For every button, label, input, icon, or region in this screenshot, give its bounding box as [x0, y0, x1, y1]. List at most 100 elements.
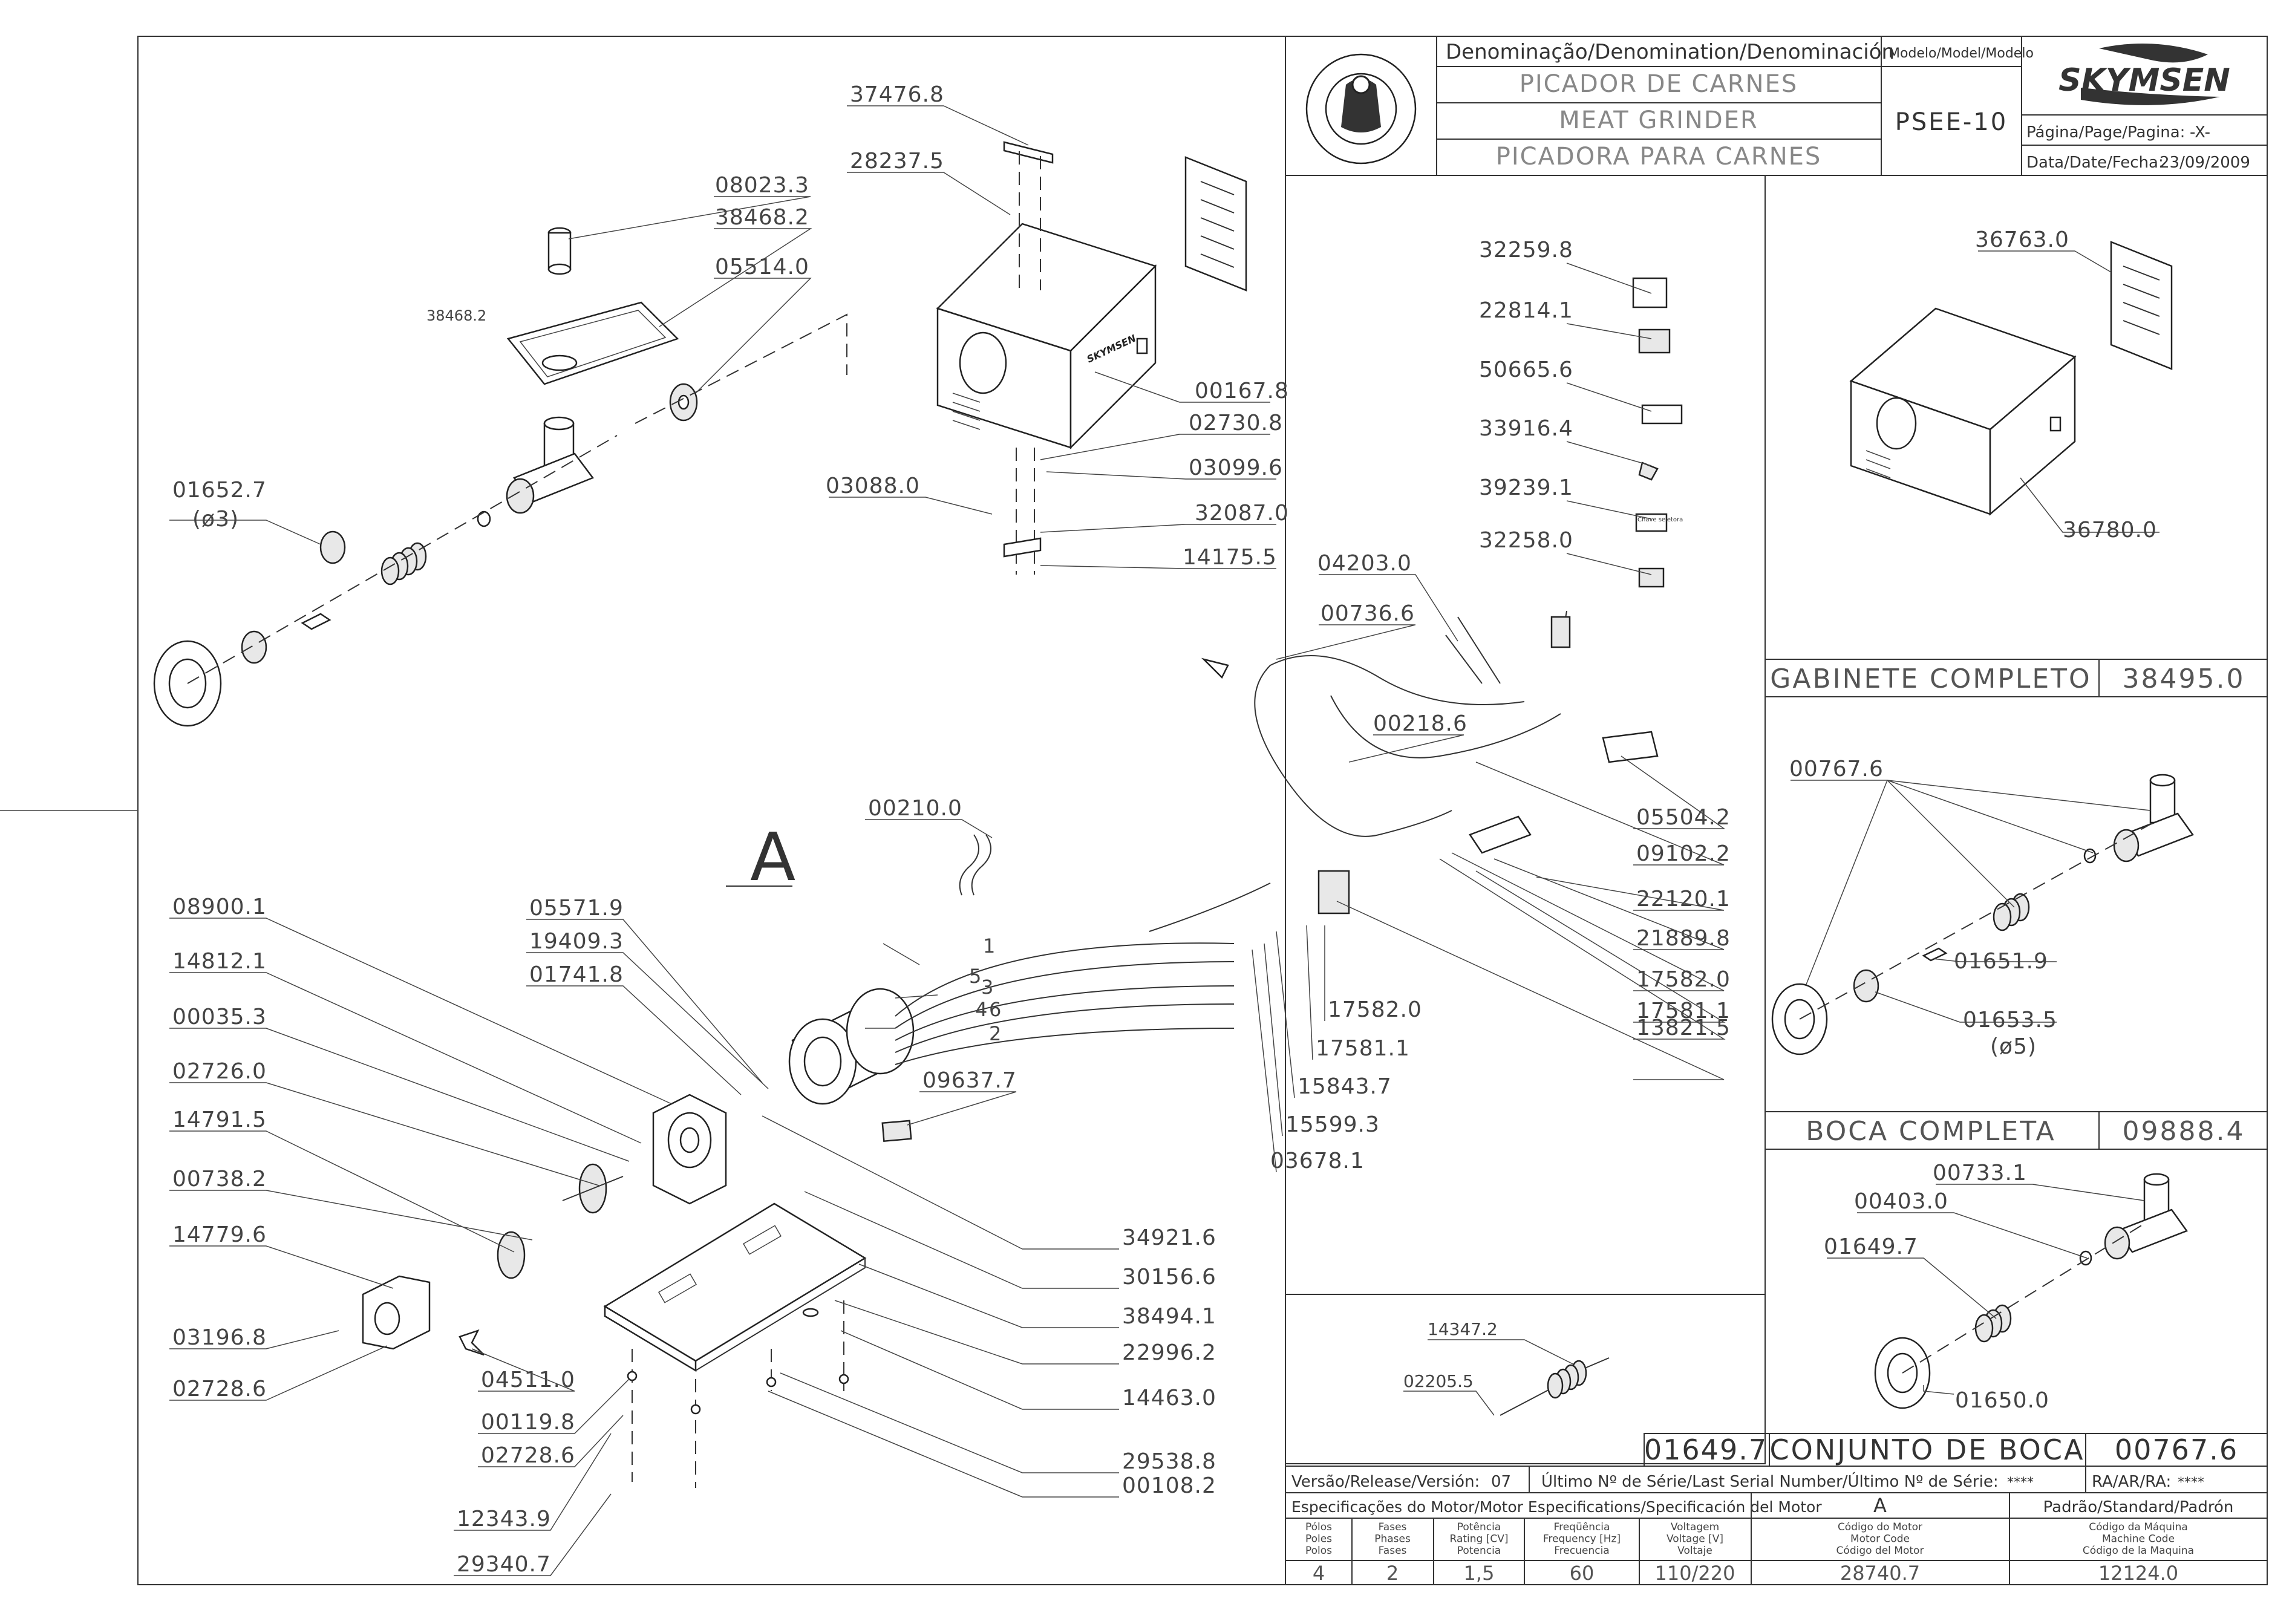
wiring-harness: [1149, 610, 1659, 932]
callout-14175: 14175.5: [1183, 545, 1277, 570]
title-es: PICADORA PARA CARNES: [1496, 143, 1822, 171]
grinder-body: [506, 416, 594, 514]
svg-text:38495.0: 38495.0: [2123, 664, 2245, 694]
callout-15843: 15843.7: [1298, 1074, 1392, 1099]
page-value: -X-: [2190, 123, 2210, 142]
callout-03099: 03099.6: [1189, 455, 1283, 480]
callout-02730: 02730.8: [1189, 411, 1283, 435]
callout-13821: 13821.5: [1636, 1016, 1731, 1040]
callout-29538: 29538.8: [1122, 1449, 1216, 1474]
callout-39239: 39239.1: [1479, 475, 1573, 500]
side-vent-panel: [1184, 156, 1247, 292]
callout-32087: 32087.0: [1195, 501, 1289, 526]
callout-00733: 00733.1: [1933, 1161, 2027, 1185]
washer-05514: [669, 383, 698, 422]
callout-05514: 05514.0: [715, 255, 809, 279]
model-label: Modelo/Model/Modelo: [1889, 46, 2034, 61]
callout-33916: 33916.4: [1479, 416, 1573, 441]
cabinet-bracket-top: [1003, 141, 1054, 575]
knife: [301, 613, 331, 630]
ring-small: [477, 510, 491, 527]
svg-text:01649.7: 01649.7: [1644, 1433, 1768, 1466]
callout-38468-small: 38468.2: [426, 307, 486, 324]
callout-03088: 03088.0: [826, 474, 920, 498]
front-cover: [362, 1275, 485, 1356]
svg-text:00767.6: 00767.6: [2115, 1433, 2238, 1466]
mouth-set: [1874, 1173, 2188, 1409]
callout-05571: 05571.9: [529, 896, 624, 921]
callout-36763: 36763.0: [1975, 227, 2069, 252]
cabinet-caption: GABINETE COMPLETO 38495.0: [1765, 659, 2268, 697]
val-power: 1,5: [1464, 1562, 1495, 1585]
callout-01653-dia: (ø5): [1990, 1034, 2037, 1059]
motor-ref-A: A: [750, 818, 795, 896]
val-volt: 110/220: [1655, 1562, 1735, 1585]
callout-32258: 32258.0: [1479, 528, 1573, 553]
callout-00210: 00210.0: [868, 796, 962, 821]
stickers: Chave seletora: [1632, 277, 1683, 588]
callout-09637: 09637.7: [922, 1068, 1017, 1093]
callout-01649: 01649.7: [1824, 1234, 1918, 1259]
svg-text:****: ****: [2007, 1475, 2034, 1490]
footer-table: Versão/Release/Versión: 07 Último Nº de …: [1285, 1466, 2268, 1585]
callout-17581-b: 17581.1: [1316, 1036, 1410, 1061]
callout-30156: 30156.6: [1122, 1265, 1216, 1290]
callout-01652-dia: (ø3): [192, 507, 239, 532]
callout-38494: 38494.1: [1122, 1304, 1216, 1329]
model-code: PSEE-10: [1895, 108, 2008, 136]
svg-text:Padrão/Standard/Padrón: Padrão/Standard/Padrón: [2043, 1498, 2234, 1516]
axis-line-left: [187, 435, 618, 684]
wire-5: 5: [969, 965, 981, 988]
svg-text:Especificações do Motor/Motor: Especificações do Motor/Motor Especifica…: [1291, 1498, 1822, 1516]
callout-22814: 22814.1: [1479, 298, 1573, 323]
callout-04511: 04511.0: [481, 1368, 575, 1392]
callout-37476: 37476.8: [850, 82, 944, 107]
cabinet-main: SKYMSEN: [936, 223, 1157, 450]
svg-text:RA/AR/RA:: RA/AR/RA:: [2092, 1473, 2171, 1491]
wire-1: 1: [983, 934, 995, 957]
callout-00108: 00108.2: [1122, 1473, 1216, 1498]
callout-00167: 00167.8: [1195, 379, 1289, 403]
wire-6: 6: [989, 998, 1001, 1021]
callout-14791: 14791.5: [172, 1107, 267, 1132]
svg-text:****: ****: [2178, 1475, 2204, 1490]
callout-34921: 34921.6: [1122, 1225, 1216, 1250]
svg-text:Versão/Release/Versión:: Versão/Release/Versión:: [1291, 1473, 1480, 1491]
val-motor-code: 28740.7: [1840, 1562, 1920, 1585]
wire-2: 2: [989, 1022, 1001, 1045]
callout-21889: 21889.8: [1636, 926, 1731, 951]
cabinet-vent-panel: [2110, 241, 2173, 370]
callout-22996: 22996.2: [1122, 1340, 1216, 1365]
gearbox: [652, 1094, 727, 1205]
callout-14463: 14463.0: [1122, 1386, 1216, 1410]
callout-38468: 38468.2: [715, 205, 809, 230]
title-en: MEAT GRINDER: [1559, 106, 1758, 134]
title-block: Denominação/Denomination/Denominación Mo…: [1285, 36, 2268, 1585]
callout-00403: 00403.0: [1854, 1189, 1948, 1214]
callout-01652: 01652.7: [172, 478, 267, 503]
base-plate: [603, 1202, 867, 1372]
callout-04203: 04203.0: [1317, 551, 1412, 576]
callout-01653: 01653.5: [1963, 1008, 2057, 1032]
svg-text:CONJUNTO DE BOCA: CONJUNTO DE BOCA: [1770, 1433, 2085, 1466]
callout-14779: 14779.6: [172, 1222, 267, 1247]
svg-text:BOCA COMPLETA: BOCA COMPLETA: [1806, 1116, 2056, 1147]
callout-labels: 37476.8 28237.5 08023.3 38468.2 38468.2 …: [172, 82, 2156, 1577]
svg-text:Chave seletora: Chave seletora: [1637, 517, 1683, 523]
date-label: Data/Date/Fecha:: [2026, 154, 2164, 172]
callout-12343: 12343.9: [457, 1507, 551, 1531]
gear-02726: [562, 1163, 624, 1214]
callout-28237: 28237.5: [850, 149, 944, 174]
callout-02728-b: 02728.6: [481, 1443, 575, 1468]
val-freq: 60: [1570, 1562, 1595, 1585]
callout-17582-a: 17582.0: [1636, 967, 1731, 992]
cabinet-complete: [1849, 307, 2077, 516]
callout-00767: 00767.6: [1789, 757, 1884, 781]
callout-05504: 05504.2: [1636, 805, 1731, 830]
